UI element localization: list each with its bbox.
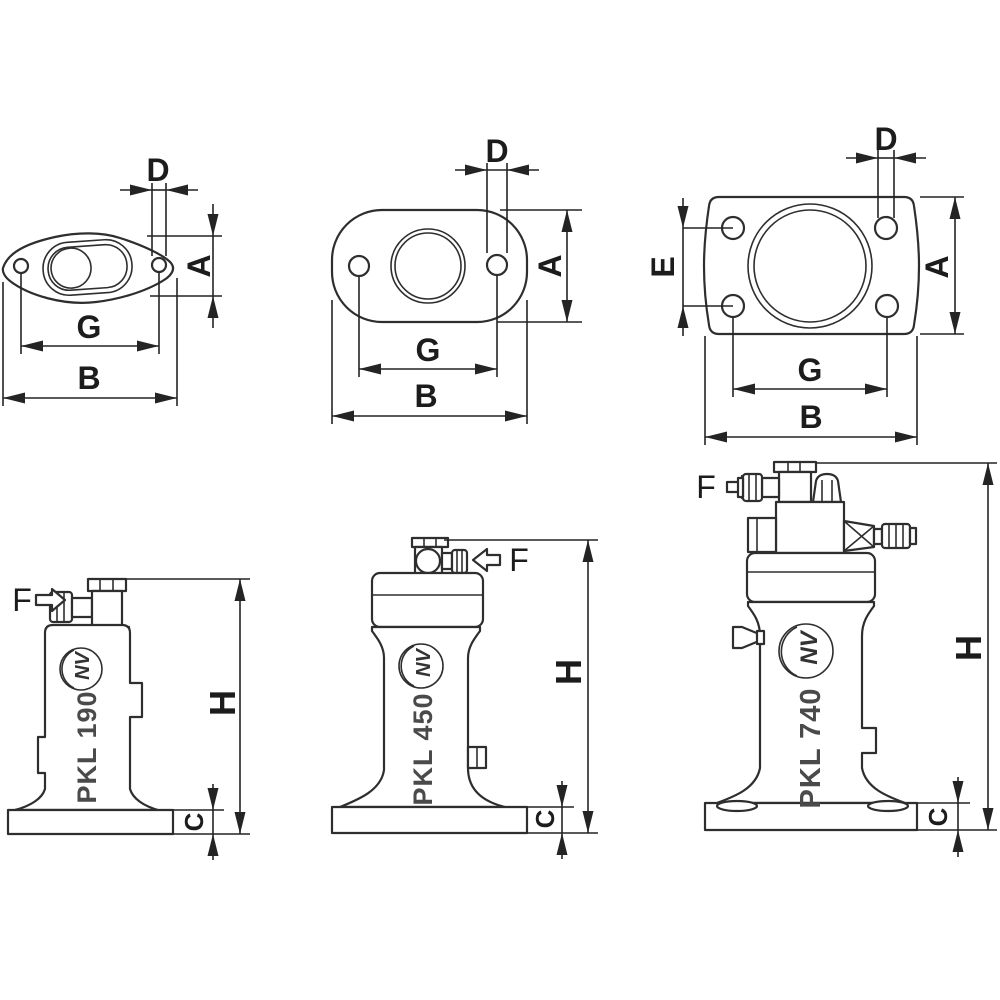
top-cap <box>745 551 877 604</box>
base-hole <box>866 799 910 813</box>
top-view-pkl740: D E A G B <box>645 121 964 445</box>
center-opening <box>42 238 133 297</box>
model-engraving: PKL 450 <box>408 692 438 805</box>
air-fitting <box>410 536 469 576</box>
dim-label-h: H <box>948 635 989 661</box>
dim-D <box>120 183 198 256</box>
dim-label-d: D <box>146 152 169 188</box>
dim-E <box>677 198 733 336</box>
side-view-pkl450: NV PKL 450 F H C <box>330 536 598 859</box>
dim-C <box>173 784 224 860</box>
vibrator-body <box>715 600 907 805</box>
dim-G <box>358 276 498 377</box>
dim-label-a: A <box>532 254 568 277</box>
svg-text:NV: NV <box>413 647 435 676</box>
air-fitting-assembly <box>736 460 918 555</box>
bolt-hole <box>150 256 168 274</box>
dim-label-a: A <box>919 255 955 278</box>
top-cap <box>370 571 485 629</box>
dim-A <box>497 209 582 323</box>
base-flange <box>6 808 175 836</box>
dome-nut <box>811 472 843 504</box>
dim-label-g: G <box>798 352 823 388</box>
bolt-hole <box>347 254 371 278</box>
dim-label-b: B <box>77 360 100 396</box>
base-hole <box>715 799 759 813</box>
bolt-hole <box>12 257 30 275</box>
dim-label-c: C <box>923 807 953 826</box>
dim-label-g: G <box>416 332 441 368</box>
dim-G <box>732 318 888 397</box>
dim-label-b: B <box>414 378 437 414</box>
flange-outline <box>330 208 529 324</box>
dim-label-h: H <box>548 659 589 685</box>
clamp-bolt <box>755 629 766 646</box>
bolt-hole <box>485 253 509 277</box>
dim-label-b: B <box>799 399 822 435</box>
dim-C <box>527 781 574 859</box>
center-bore-inner <box>394 232 462 300</box>
vibrator-body <box>13 623 160 812</box>
dim-label-g: G <box>77 309 102 345</box>
inlet-label-f: F <box>12 582 32 618</box>
side-view-pkl740: F <box>696 460 997 857</box>
dim-B <box>704 336 918 445</box>
svg-text:NV: NV <box>72 650 94 679</box>
model-engraving: PKL 740 <box>795 688 827 809</box>
center-bore-inner <box>753 209 867 323</box>
dim-label-e: E <box>645 256 681 277</box>
netter-logo-icon: NV <box>59 647 103 691</box>
inlet-label-f: F <box>509 542 529 578</box>
valve-block <box>774 500 846 555</box>
dim-C <box>917 777 970 857</box>
dim-B <box>331 300 528 424</box>
dim-label-d: D <box>485 133 508 169</box>
center-bore <box>390 228 466 304</box>
netter-logo-icon: NV <box>398 643 444 689</box>
dim-A <box>147 204 222 328</box>
bolt-hole <box>874 293 900 319</box>
air-inlet-arrow-icon <box>471 547 502 573</box>
netter-logo-icon: NV <box>778 623 834 679</box>
top-view-pkl450: D A G B <box>330 133 582 424</box>
dim-label-c: C <box>179 812 209 831</box>
side-clamp <box>731 625 761 650</box>
svg-text:NV: NV <box>796 629 823 664</box>
dim-D <box>455 163 539 253</box>
dim-label-h: H <box>202 690 243 716</box>
center-bore <box>747 203 873 329</box>
inlet-label-f: F <box>696 469 716 505</box>
flange-outline <box>1 232 175 304</box>
top-view-pkl190: D A G B <box>1 152 222 406</box>
bolt-hole <box>873 215 899 241</box>
dim-label-d: D <box>874 121 897 157</box>
dim-label-c: C <box>530 809 560 828</box>
side-view-pkl190: NV PKL 190 F H C <box>6 577 250 860</box>
vibrator-body <box>338 625 507 809</box>
dim-label-a: A <box>181 254 217 277</box>
air-inlet-arrow-icon <box>34 587 67 613</box>
dim-A <box>920 196 964 335</box>
dim-B <box>2 278 178 406</box>
model-engraving: PKL 190 <box>72 690 102 803</box>
dim-G <box>20 272 160 354</box>
base-flange <box>330 805 529 835</box>
dim-D <box>846 150 926 218</box>
